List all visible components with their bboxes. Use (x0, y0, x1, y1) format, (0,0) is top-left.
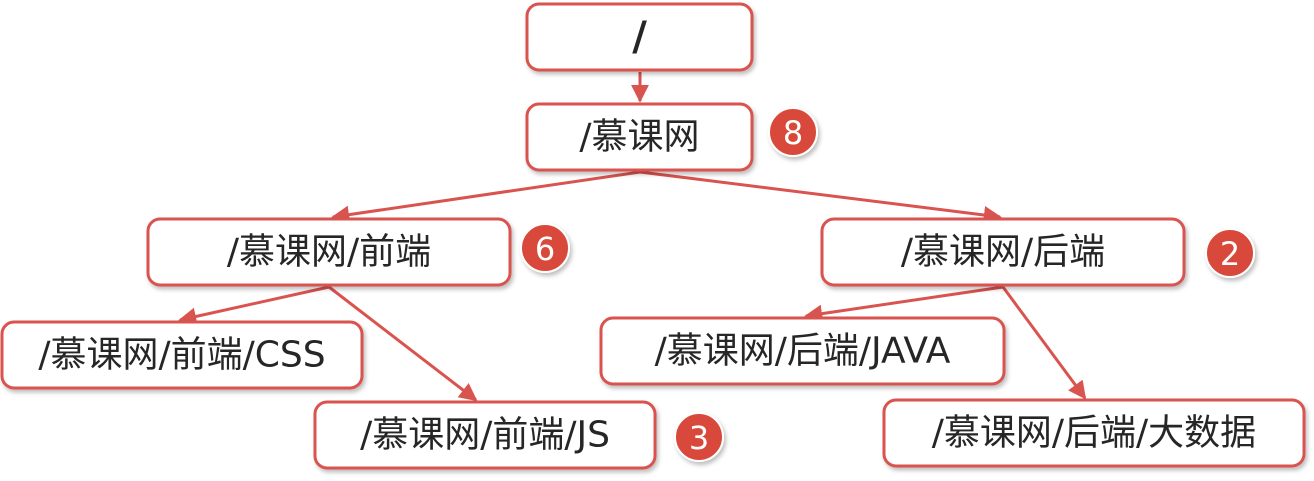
badge-count-backend: 2 (1220, 235, 1240, 273)
badge-js: 3 (674, 412, 724, 462)
node-bigdata: /慕课网/后端/大数据 (882, 398, 1306, 468)
node-box-js (313, 400, 657, 470)
edge-backend-bigdata (1001, 286, 1087, 400)
node-label-css: /慕课网/前端/CSS (38, 335, 325, 376)
node-box-mooc (525, 102, 754, 172)
badge-count-frontend: 6 (535, 230, 555, 268)
edges-layer (178, 72, 1087, 402)
edge-frontend-css (178, 285, 330, 326)
badge-circle-js (674, 412, 724, 462)
node-label-frontend: /慕课网/前端 (227, 232, 431, 273)
node-label-mooc: /慕课网 (579, 117, 699, 158)
node-backend: /慕课网/后端 (820, 217, 1186, 287)
badge-frontend: 6 (520, 223, 570, 273)
node-java: /慕课网/后端/JAVA (599, 316, 1006, 386)
node-box-css (0, 320, 364, 390)
edge-frontend-js (328, 285, 478, 402)
badge-count-js: 3 (689, 419, 709, 457)
node-box-java (599, 316, 1006, 386)
node-mooc: /慕课网 (525, 102, 754, 172)
node-frontend: /慕课网/前端 (146, 217, 512, 287)
edge-mooc-frontend (331, 170, 641, 224)
node-js: /慕课网/前端/JS (313, 400, 657, 470)
badges-layer: 8 6 2 3 (520, 107, 1255, 462)
edge-backend-java (804, 285, 1004, 323)
node-label-backend: /慕课网/后端 (901, 232, 1105, 273)
badge-count-mooc: 8 (783, 114, 803, 152)
node-label-js: /慕课网/前端/JS (360, 415, 610, 456)
node-box-backend (820, 217, 1186, 287)
node-root: / (525, 2, 754, 72)
nodes-layer: / /慕课网/慕课网/前端/慕课网/后端/慕课网/前端/CSS/慕课网/前端/JS… (0, 2, 1306, 470)
badge-circle-frontend (520, 223, 570, 273)
node-box-bigdata (882, 398, 1306, 468)
edge-mooc-backend (639, 170, 1002, 224)
node-label-bigdata: /慕课网/后端/大数据 (932, 413, 1256, 454)
node-box-frontend (146, 217, 512, 287)
badge-backend: 2 (1205, 228, 1255, 278)
badge-mooc: 8 (768, 107, 818, 157)
badge-circle-backend (1205, 228, 1255, 278)
node-css: /慕课网/前端/CSS (0, 320, 364, 390)
badge-circle-mooc (768, 107, 818, 157)
node-label-root: / (632, 14, 647, 60)
node-box-root (525, 2, 754, 72)
node-label-java: /慕课网/后端/JAVA (655, 331, 951, 372)
